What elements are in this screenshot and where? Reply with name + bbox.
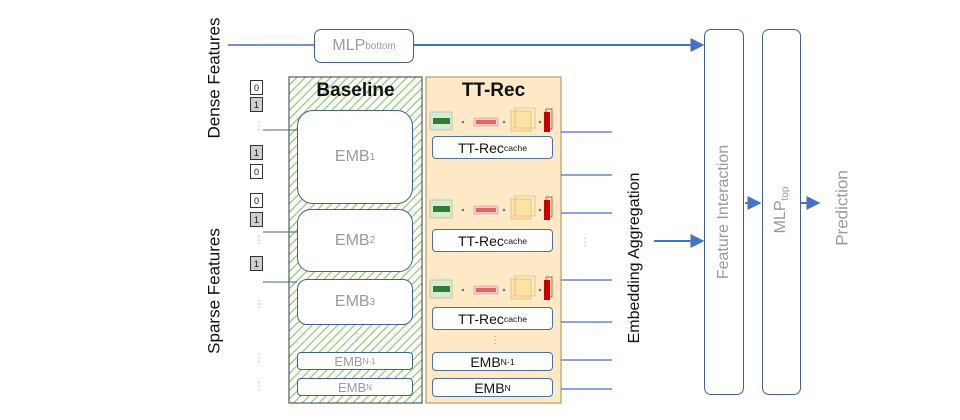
baseline-title: Baseline [316,80,395,101]
ellipsis-icon: ⋮ [254,381,264,392]
ellipsis-icon: ⋮ [254,121,264,132]
tt-cores-1 [429,107,553,132]
feature-interaction-box [704,29,744,395]
feature-bit: 0 [250,164,263,179]
ellipsis-icon: ⋮ [254,299,264,310]
feature-bit: 1 [250,145,263,160]
feature-bit: 1 [250,212,263,227]
dense-features-label: Dense Features [204,17,224,139]
feature-bit: 0 [250,193,263,208]
feature-bit: 0 [250,80,263,95]
ellipsis-icon: ⋮ [490,335,500,346]
mlp-top-label: MLPtop [772,186,792,234]
tt-rec-title: TT-Rec [461,80,526,101]
tt-cores-3 [429,275,553,300]
embedding-aggregation-label: Embedding Aggregation [626,172,643,344]
ellipsis-icon: ⋮ [352,332,362,343]
tt-cores-2 [429,195,553,220]
ellipsis-icon: ⋮ [254,235,264,246]
mlp-bottom-label: MLP [332,37,366,54]
feature-bit: 1 [250,97,263,112]
feature-interaction-label: Feature Interaction [715,144,732,280]
sparse-features-label: Sparse Features [204,228,224,354]
mlp-top-box [762,29,801,395]
feature-bit: 1 [250,256,263,271]
ellipsis-icon: ⋮ [254,353,264,364]
prediction-label: Prediction [832,170,852,246]
ellipsis-icon: ⋮ [580,237,590,248]
